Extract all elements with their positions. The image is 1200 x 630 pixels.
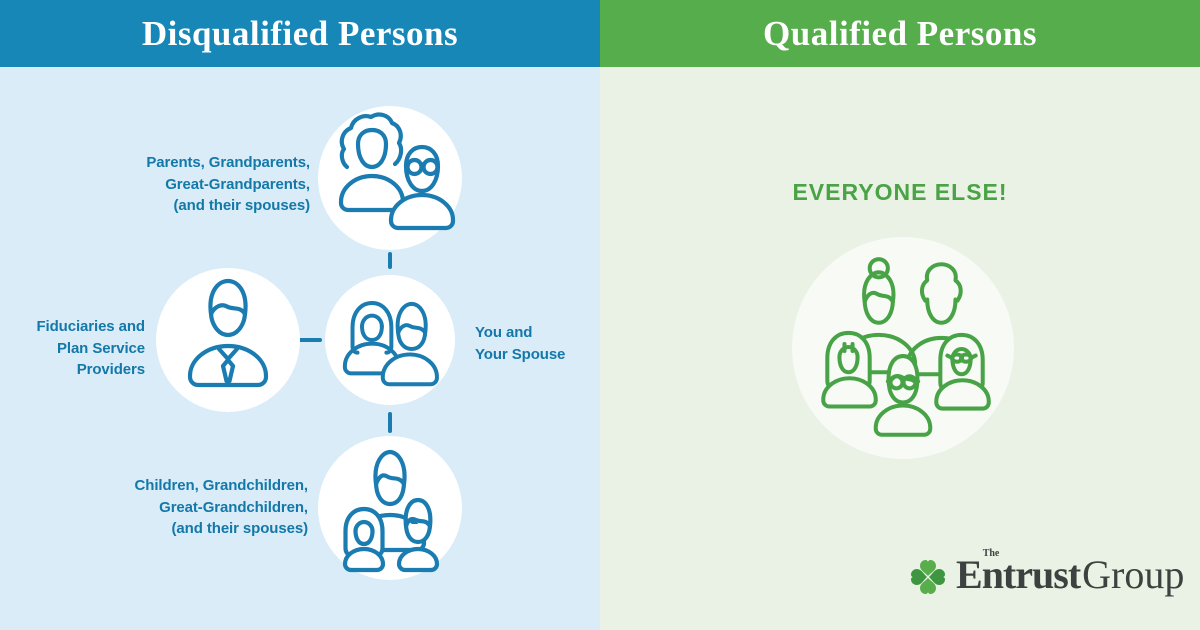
label-line: Your Spouse — [475, 345, 566, 363]
qualified-title: Qualified Persons — [763, 13, 1037, 53]
label-line: Providers — [76, 361, 145, 378]
label-line: Fiduciaries and — [36, 318, 145, 335]
logo-the: The — [982, 548, 1000, 559]
disqualified-panel: Disqualified Persons Parents, Grandparen… — [0, 0, 600, 630]
elderly-couple-icon — [338, 112, 456, 231]
parent-children-icon — [342, 449, 440, 573]
disqualified-title: Disqualified Persons — [141, 13, 459, 53]
connector-line — [297, 338, 322, 342]
qualified-header: Qualified Persons — [600, 0, 1200, 67]
logo-group: Group — [1082, 552, 1185, 597]
couple-icon — [342, 301, 439, 387]
logo-entrust-e: E — [956, 552, 983, 597]
everyone-else-headline: EVERYONE ELSE! — [792, 179, 1008, 205]
circle-businessman — [156, 268, 300, 412]
family-group-icon — [821, 257, 991, 437]
logo-entrust-rest: ntrust — [981, 552, 1081, 597]
label-you-spouse: You and Your Spouse — [475, 322, 565, 365]
businessman-icon — [187, 278, 269, 388]
circle-elderly-couple — [318, 106, 462, 250]
entrust-logo-icon — [911, 560, 945, 594]
connector-line — [388, 412, 392, 433]
label-fiduciaries: Fiduciaries and Plan Service Providers — [36, 316, 145, 381]
label-line: Great-Grandchildren, — [159, 498, 308, 516]
connector-line — [388, 252, 392, 269]
qualified-panel: Qualified Persons EVERYONE ELSE! — [600, 0, 1200, 630]
circle-parent-children — [318, 436, 462, 580]
disqualified-header: Disqualified Persons — [0, 0, 600, 67]
label-children: Children, Grandchildren, Great-Grandchil… — [134, 475, 309, 540]
label-line: Parents, Grandparents, — [146, 154, 310, 171]
circle-couple — [325, 275, 455, 405]
circle-family-group — [792, 237, 1014, 459]
label-line: Plan Service — [56, 339, 145, 357]
label-parents: Parents, Grandparents, Great-Grandparent… — [146, 152, 310, 217]
label-line: You and — [475, 324, 533, 341]
label-line: (and their spouses) — [171, 520, 309, 537]
label-line: Great-Grandparents, — [165, 175, 310, 193]
label-line: Children, Grandchildren, — [134, 477, 309, 494]
label-line: (and their spouses) — [173, 197, 311, 214]
